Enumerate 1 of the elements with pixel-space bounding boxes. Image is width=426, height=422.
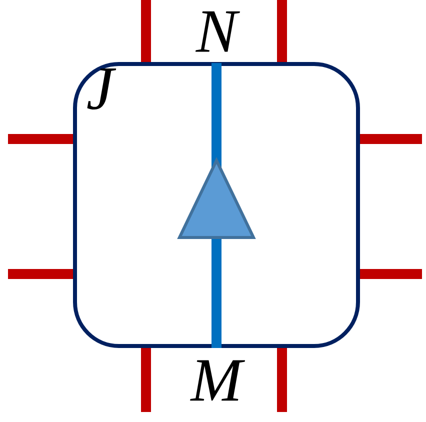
rounded-box: J xyxy=(73,62,360,348)
